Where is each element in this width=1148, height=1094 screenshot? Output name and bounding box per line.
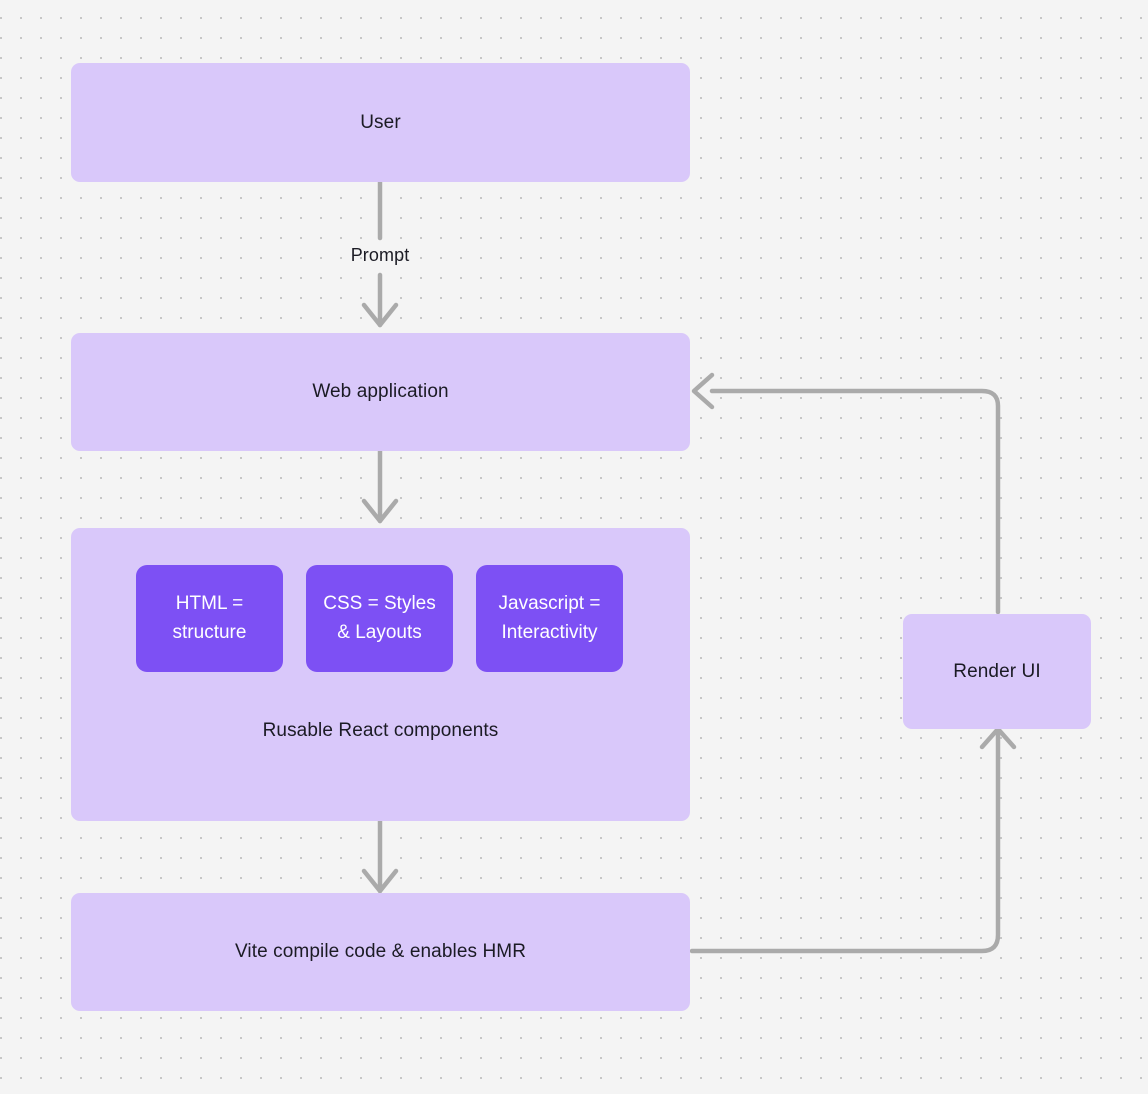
node-javascript-component-line2: Interactivity [501, 621, 598, 643]
node-vite[interactable]: Vite compile code & enables HMR [71, 893, 690, 1011]
edge-render-to-web [709, 388, 1001, 615]
node-html-component-line1: HTML = [175, 593, 244, 614]
node-components-group-caption: Rusable React components [262, 720, 499, 741]
node-vite-label: Vite compile code & enables HMR [234, 941, 527, 963]
node-html-component-line2: structure [172, 621, 247, 643]
edge-vite-to-render [689, 728, 1001, 954]
node-html-component[interactable]: HTML = structure [136, 565, 283, 672]
node-javascript-component-line1: Javascript = [498, 593, 601, 614]
node-user-label: User [360, 111, 401, 133]
edge-vite-to-render-arrowhead [979, 726, 1017, 750]
node-user[interactable]: User [71, 63, 690, 182]
node-web-application-label: Web application [312, 381, 449, 403]
node-components-group[interactable]: HTML = structure CSS = Styles & Layouts … [71, 528, 690, 821]
edge-components-to-vite-arrowhead [361, 868, 399, 894]
edge-render-to-web-arrowhead [691, 372, 715, 410]
node-render-ui-label: Render UI [953, 660, 1041, 682]
edge-label-prompt: Prompt [350, 245, 410, 265]
edge-web-to-components-arrowhead [361, 498, 399, 524]
node-javascript-component[interactable]: Javascript = Interactivity [476, 565, 623, 672]
node-css-component-line1: CSS = Styles [323, 593, 436, 614]
node-web-application[interactable]: Web application [71, 333, 690, 451]
node-render-ui[interactable]: Render UI [903, 614, 1091, 729]
edge-user-to-web-arrowhead [361, 302, 399, 328]
node-css-component-line2: & Layouts [337, 621, 422, 643]
node-css-component[interactable]: CSS = Styles & Layouts [306, 565, 453, 672]
